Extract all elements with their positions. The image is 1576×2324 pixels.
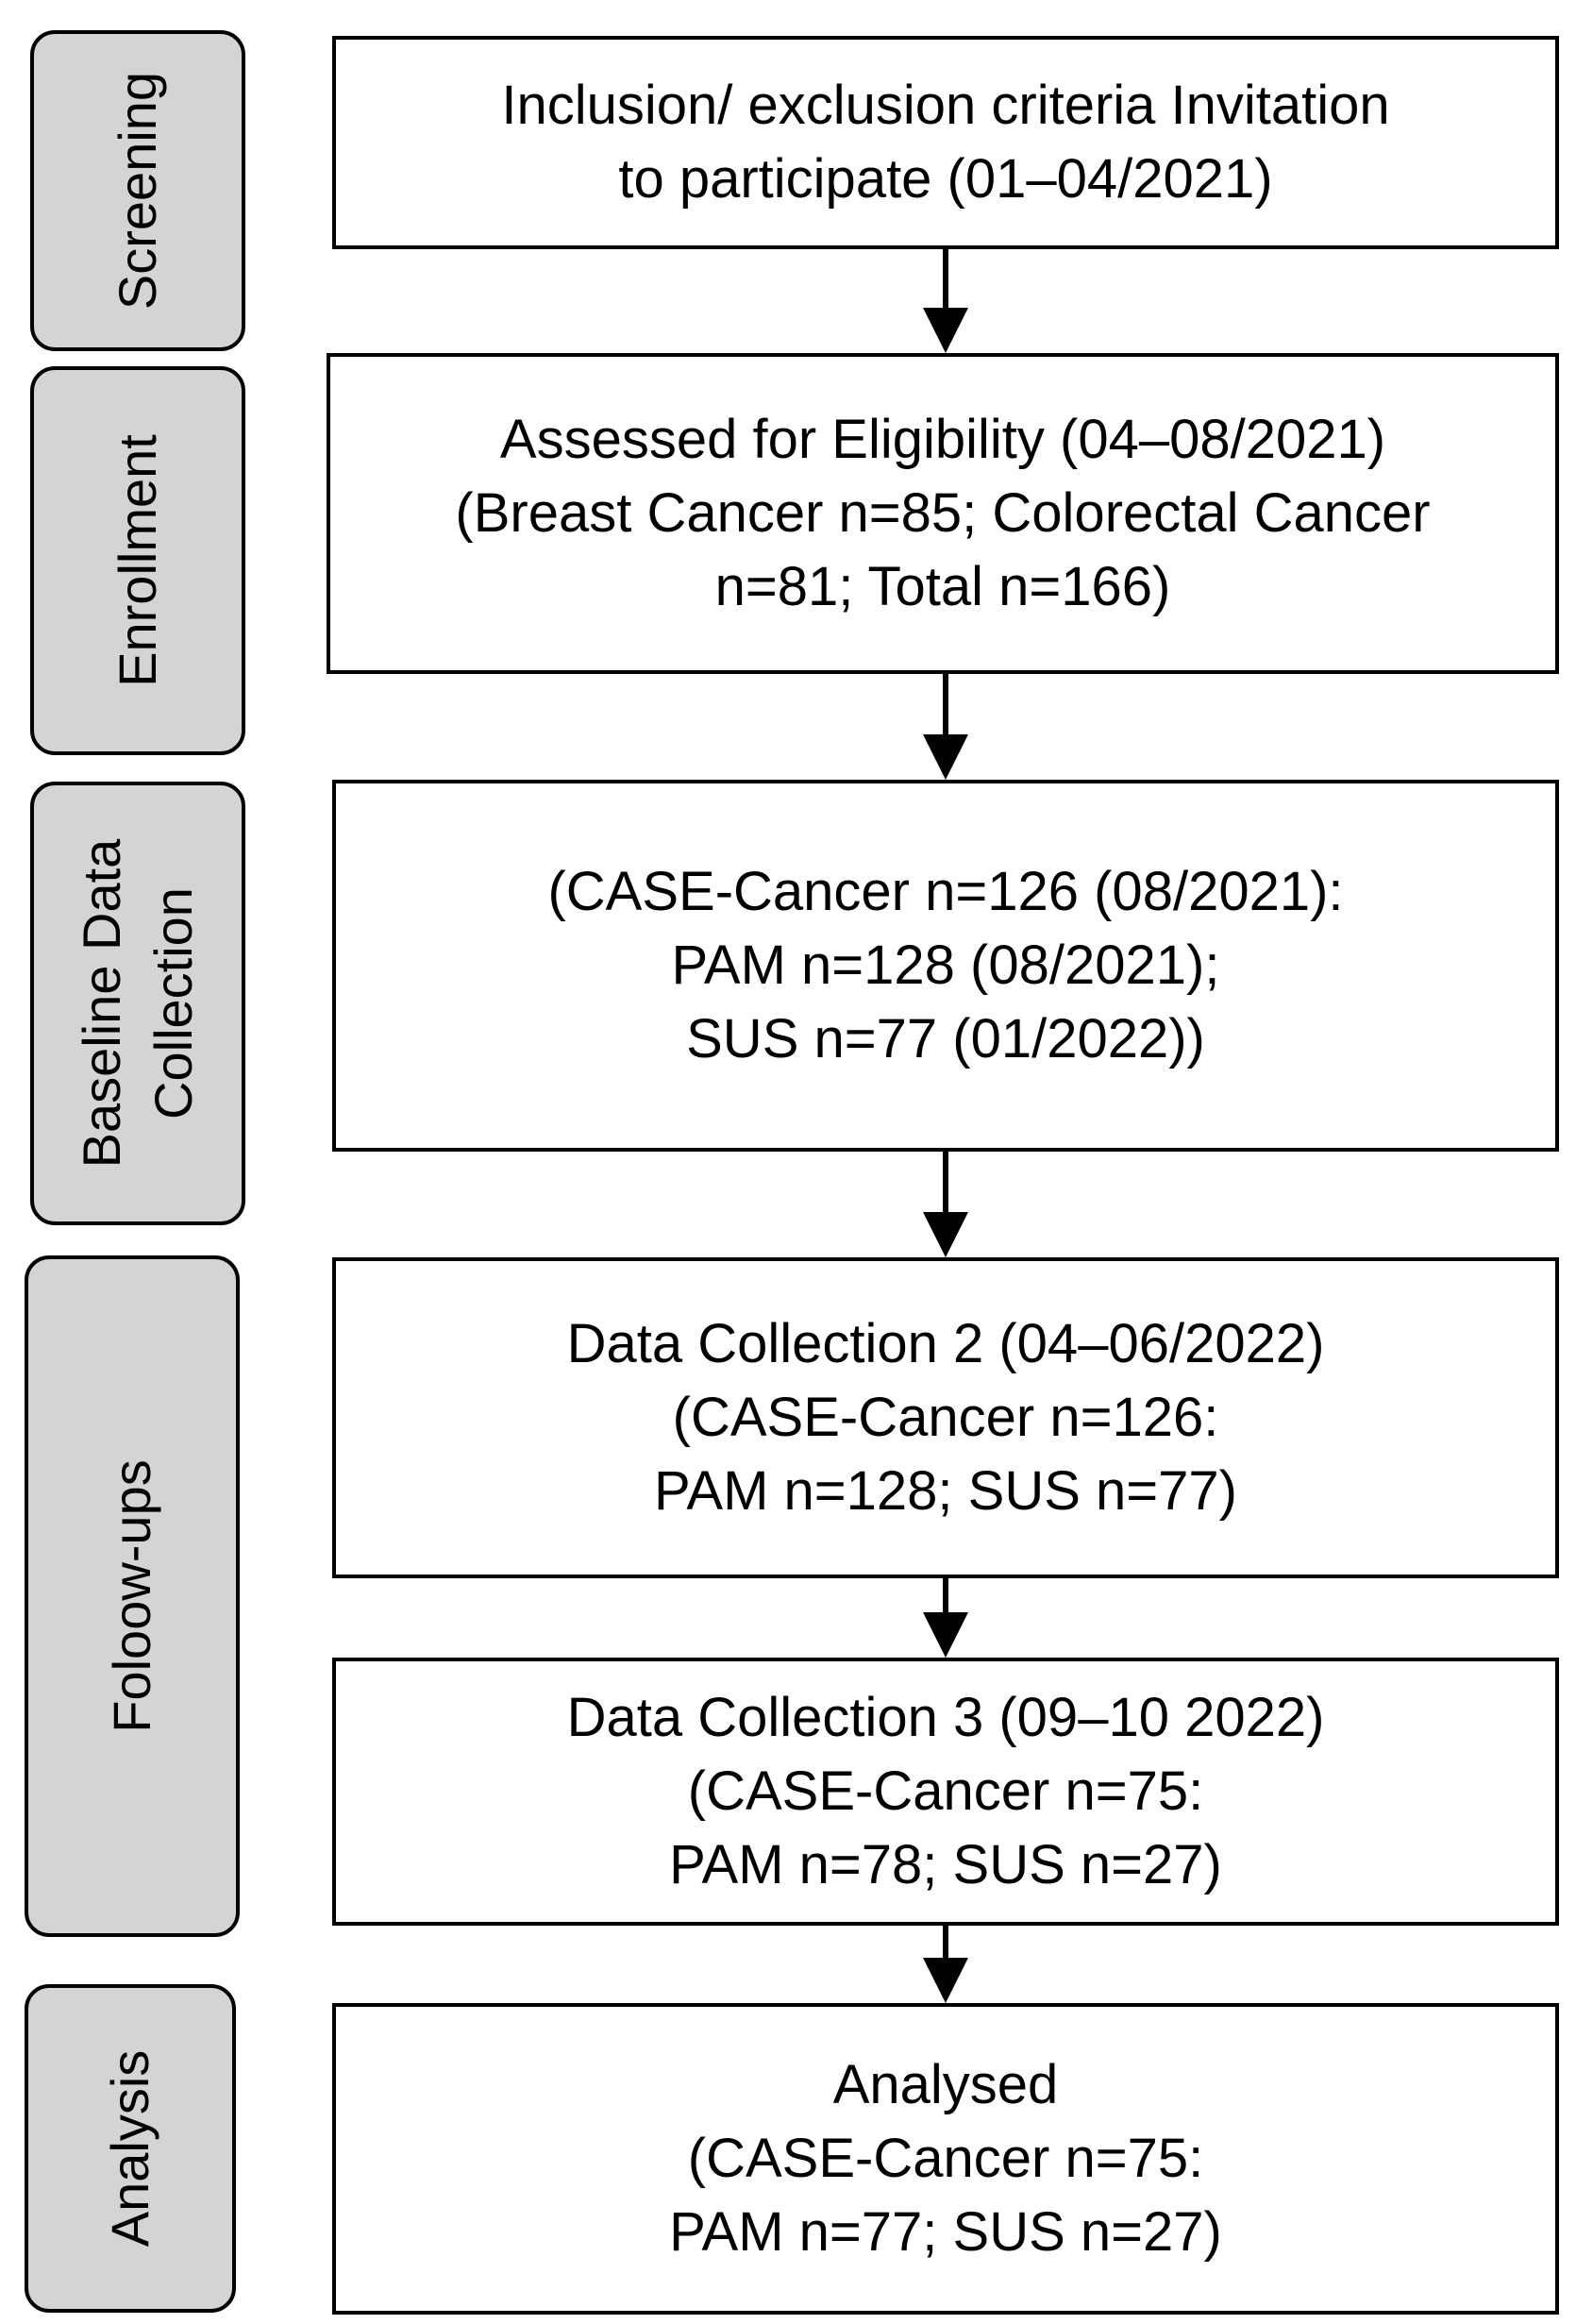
analysed-box-line: PAM n=77; SUS n=27) <box>669 2201 1222 2263</box>
arrowhead-3 <box>923 1212 968 1257</box>
arrowhead-2 <box>923 734 968 780</box>
data-collection-2-line: (CASE-Cancer n=126: <box>672 1387 1219 1448</box>
data-collection-2-box: Data Collection 2 (04–06/2022) (CASE-Can… <box>332 1257 1559 1578</box>
data-collection-3-line: PAM n=78; SUS n=27) <box>669 1834 1222 1895</box>
baseline-box: (CASE-Cancer n=126 (08/2021): PAM n=128 … <box>332 780 1559 1152</box>
baseline-box-line: PAM n=128 (08/2021); <box>671 935 1220 996</box>
arrowhead-1 <box>923 308 968 353</box>
data-collection-3-line: (CASE-Cancer n=75: <box>687 1760 1204 1822</box>
eligibility-box-line: Assessed for Eligibility (04–08/2021) <box>499 409 1386 470</box>
analysed-box: Analysed (CASE-Cancer n=75: PAM n=77; SU… <box>332 2003 1559 2315</box>
arrowhead-5 <box>923 1958 968 2003</box>
baseline-box-line: SUS n=77 (01/2022)) <box>686 1008 1205 1069</box>
data-collection-2-line: Data Collection 2 (04–06/2022) <box>566 1313 1325 1374</box>
analysed-box-line: Analysed <box>832 2054 1059 2115</box>
screening-box-line: Inclusion/ exclusion criteria Invitation <box>501 75 1390 136</box>
data-collection-3-line: Data Collection 3 (09–10 2022) <box>566 1687 1325 1748</box>
screening-box: Inclusion/ exclusion criteria Invitation… <box>332 36 1559 249</box>
eligibility-box: Assessed for Eligibility (04–08/2021) (B… <box>327 353 1559 674</box>
data-collection-2-line: PAM n=128; SUS n=77) <box>654 1460 1237 1522</box>
eligibility-box-line: n=81; Total n=166) <box>714 556 1171 617</box>
phase-enrollment: Enrollment <box>30 366 245 755</box>
phase-analysis: Analysis <box>25 1984 236 2313</box>
baseline-box-line: (CASE-Cancer n=126 (08/2021): <box>547 861 1344 922</box>
data-collection-3-box: Data Collection 3 (09–10 2022) (CASE-Can… <box>332 1658 1559 1926</box>
phase-followups: Foloow-ups <box>25 1255 240 1937</box>
arrowhead-4 <box>923 1612 968 1658</box>
screening-box-line: to participate (01–04/2021) <box>618 148 1273 210</box>
analysed-box-line: (CASE-Cancer n=75: <box>687 2128 1204 2189</box>
phase-screening: Screening <box>30 30 245 351</box>
eligibility-box-line: (Breast Cancer n=85; Colorectal Cancer <box>455 482 1431 544</box>
phase-baseline-data-collection: Baseline Data Collection <box>30 782 245 1225</box>
